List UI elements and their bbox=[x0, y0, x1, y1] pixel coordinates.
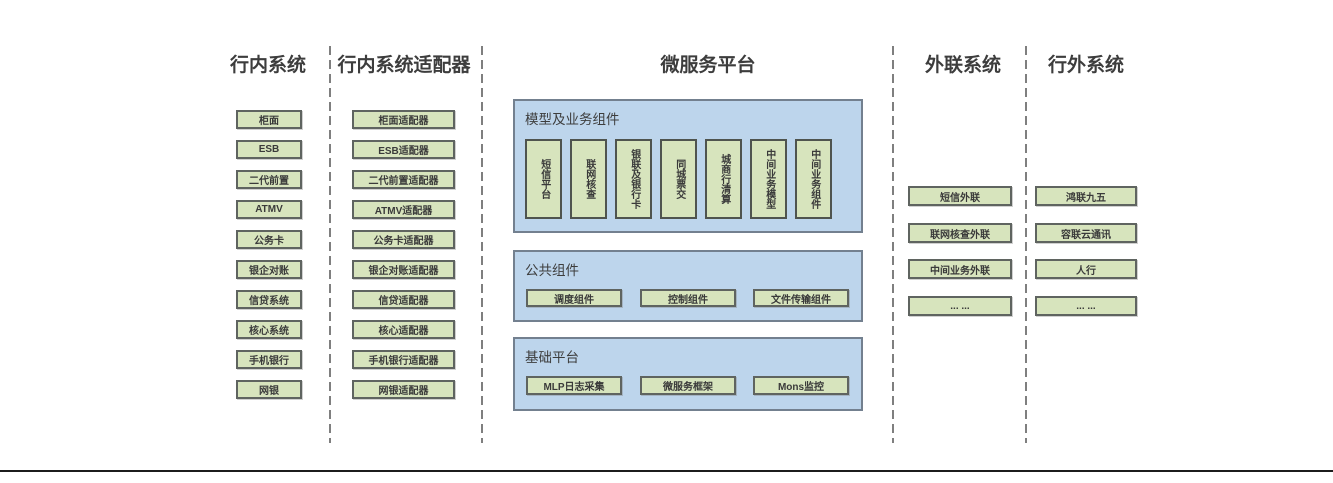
column-title-internal-systems: 行内系统 bbox=[229, 55, 306, 76]
component-box: 调度组件 bbox=[526, 289, 622, 307]
external-system-box: 鸿联九五 bbox=[1035, 186, 1137, 206]
column-title-external-gateway-systems: 外联系统 bbox=[924, 55, 1001, 76]
system-box: ESB bbox=[236, 140, 302, 159]
external-link-box: 中间业务外联 bbox=[908, 259, 1012, 279]
adapter-box: 银企对账适配器 bbox=[352, 260, 455, 279]
panel-title: 模型及业务组件 bbox=[525, 112, 620, 127]
system-box: 柜面 bbox=[236, 110, 302, 129]
component-box: 城商行清算 bbox=[705, 139, 742, 219]
external-link-box: 联网核查外联 bbox=[908, 223, 1012, 243]
panel-model-business-components: 模型及业务组件 短信平台 联网核查 银联及银行卡 同城票交 城商行清算 中间业务… bbox=[513, 99, 863, 233]
external-system-box: ... ... bbox=[1035, 296, 1137, 316]
adapter-box: 手机银行适配器 bbox=[352, 350, 455, 369]
column-divider-1 bbox=[329, 46, 331, 443]
column-divider-3 bbox=[892, 46, 894, 443]
external-system-box: 容联云通讯 bbox=[1035, 223, 1137, 243]
component-box: 短信平台 bbox=[525, 139, 562, 219]
adapter-box: 公务卡适配器 bbox=[352, 230, 455, 249]
adapter-box: ATMV适配器 bbox=[352, 200, 455, 219]
component-box: 微服务框架 bbox=[640, 376, 736, 395]
system-box: 银企对账 bbox=[236, 260, 302, 279]
component-box: 中间业务模型 bbox=[750, 139, 787, 219]
component-box: 中间业务组件 bbox=[795, 139, 832, 219]
adapter-box: 网银适配器 bbox=[352, 380, 455, 399]
component-box: Mons监控 bbox=[753, 376, 849, 395]
component-box: 同城票交 bbox=[660, 139, 697, 219]
system-box: ATMV bbox=[236, 200, 302, 219]
panel-base-platform: 基础平台 MLP日志采集 微服务框架 Mons监控 bbox=[513, 337, 863, 411]
external-link-box: ... ... bbox=[908, 296, 1012, 316]
adapter-box: 核心适配器 bbox=[352, 320, 455, 339]
system-box: 信贷系统 bbox=[236, 290, 302, 309]
adapter-box: 柜面适配器 bbox=[352, 110, 455, 129]
column-divider-2 bbox=[481, 46, 483, 443]
panel-common-components: 公共组件 调度组件 控制组件 文件传输组件 bbox=[513, 250, 863, 322]
component-box: MLP日志采集 bbox=[526, 376, 622, 395]
adapter-box: 二代前置适配器 bbox=[352, 170, 455, 189]
adapter-box: ESB适配器 bbox=[352, 140, 455, 159]
component-box: 文件传输组件 bbox=[753, 289, 849, 307]
panel-title: 公共组件 bbox=[525, 263, 579, 278]
adapter-box: 信贷适配器 bbox=[352, 290, 455, 309]
system-box: 核心系统 bbox=[236, 320, 302, 339]
component-box: 控制组件 bbox=[640, 289, 736, 307]
external-system-box: 人行 bbox=[1035, 259, 1137, 279]
panel-title: 基础平台 bbox=[525, 350, 579, 365]
system-box: 二代前置 bbox=[236, 170, 302, 189]
column-title-internal-adapters: 行内系统适配器 bbox=[337, 55, 471, 76]
external-link-box: 短信外联 bbox=[908, 186, 1012, 206]
system-box: 手机银行 bbox=[236, 350, 302, 369]
system-box: 公务卡 bbox=[236, 230, 302, 249]
column-title-external-systems: 行外系统 bbox=[1047, 55, 1124, 76]
bottom-rule bbox=[0, 470, 1333, 472]
component-box: 银联及银行卡 bbox=[615, 139, 652, 219]
component-box: 联网核查 bbox=[570, 139, 607, 219]
column-title-microservice-platform: 微服务平台 bbox=[660, 55, 756, 76]
column-divider-4 bbox=[1025, 46, 1027, 443]
system-box: 网银 bbox=[236, 380, 302, 399]
